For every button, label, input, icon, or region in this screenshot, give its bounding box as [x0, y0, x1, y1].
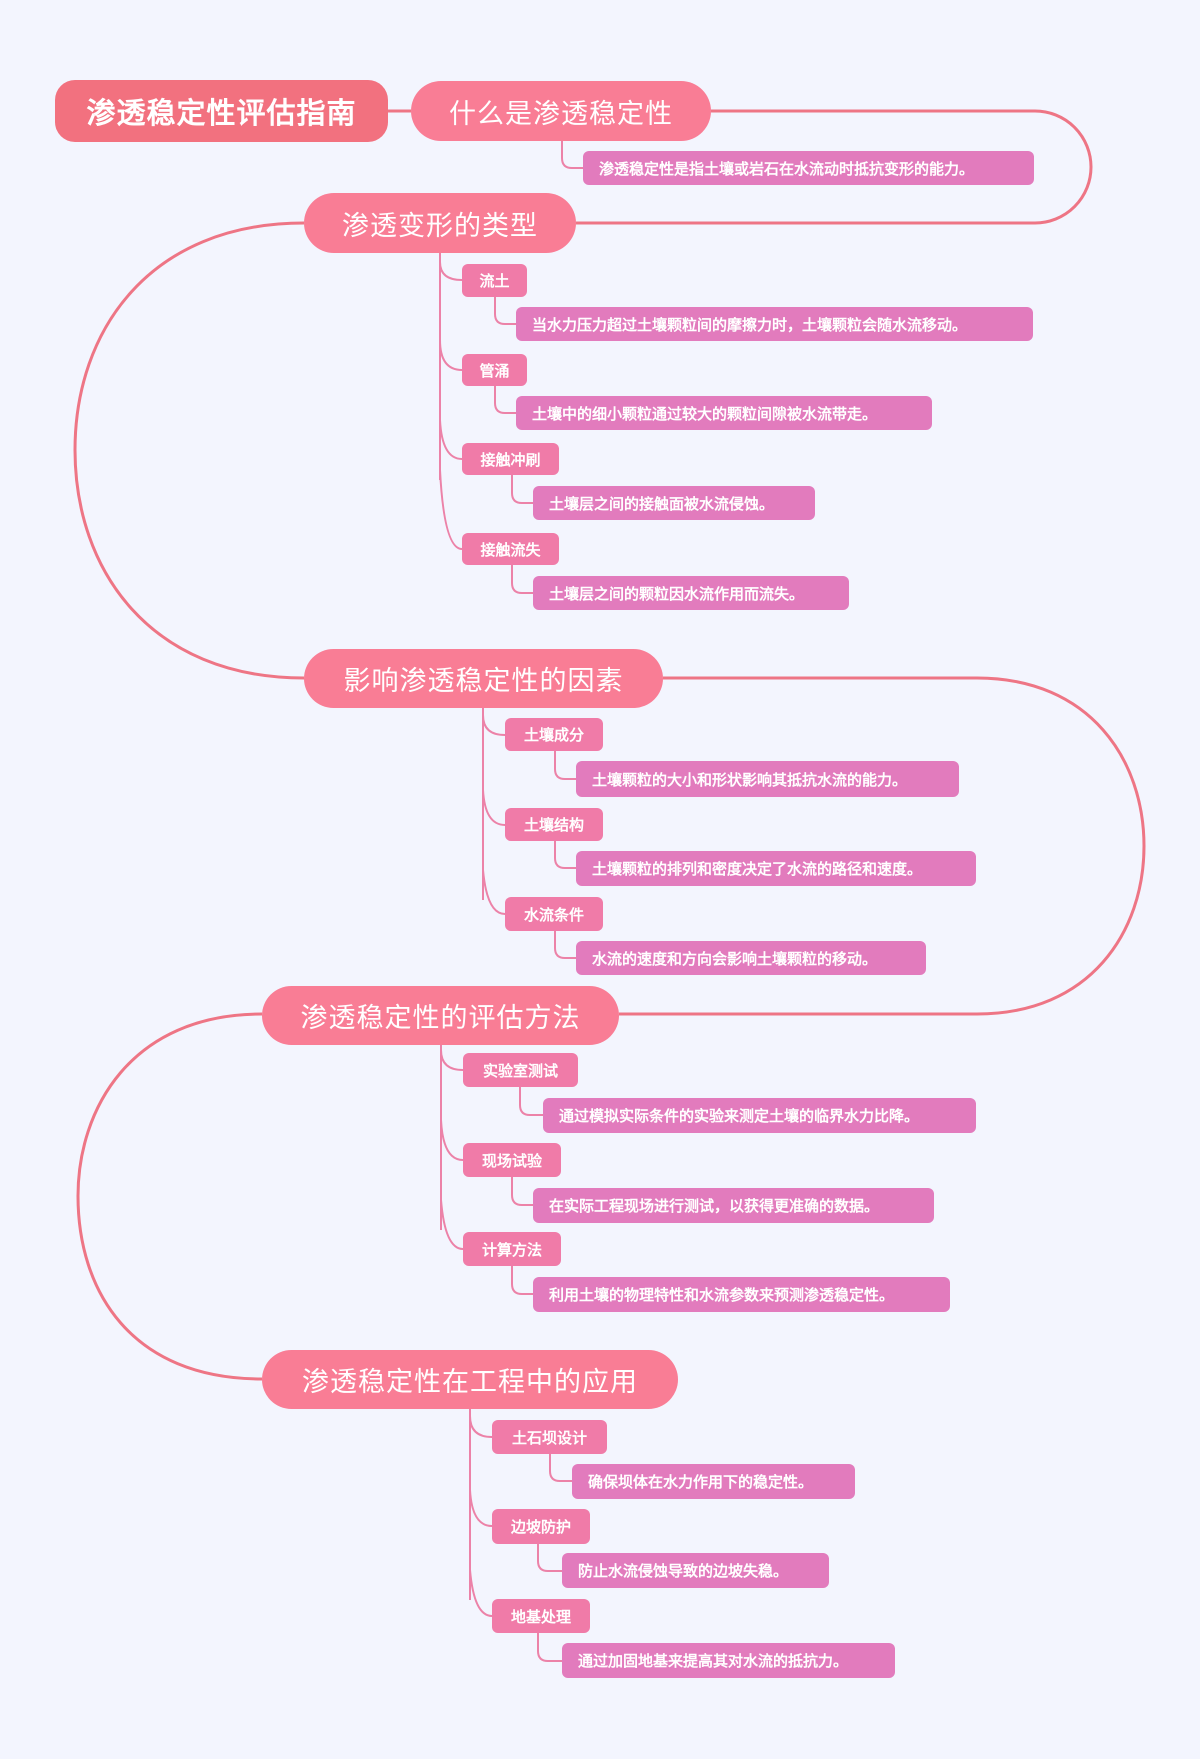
detail-text: 防止水流侵蚀导致的边坡失稳。 — [578, 1562, 789, 1580]
subtopic-node[interactable]: 边坡防护 — [492, 1509, 590, 1544]
topic-label: 渗透稳定性在工程中的应用 — [302, 1367, 638, 1398]
detail-node[interactable]: 渗透稳定性是指土壤或岩石在水流动时抵抗变形的能力。 — [583, 151, 1034, 185]
subtopic-label: 管涌 — [479, 361, 510, 380]
topic-1-to-topic-2-curve — [576, 109, 1093, 225]
subtopic-label: 土石坝设计 — [511, 1428, 587, 1447]
topic-1-detail-line — [561, 141, 583, 169]
subtopic-label: 流土 — [479, 272, 510, 290]
detail-node[interactable]: 土壤层之间的接触面被水流侵蚀。 — [533, 486, 815, 520]
root-node[interactable]: 渗透稳定性评估指南 — [55, 80, 388, 142]
subtopic-label: 实验室测试 — [482, 1061, 558, 1080]
detail-text: 利用土壤的物理特性和水流参数来预测渗透稳定性。 — [549, 1286, 895, 1304]
detail-node[interactable]: 通过模拟实际条件的实验来测定土壤的临界水力比降。 — [543, 1098, 976, 1133]
detail-text: 渗透稳定性是指土壤或岩石在水流动时抵抗变形的能力。 — [599, 159, 975, 178]
topic-4-to-topic-5-curve — [76, 1012, 263, 1381]
detail-node[interactable]: 防止水流侵蚀导致的边坡失稳。 — [562, 1553, 829, 1588]
detail-text: 土壤中的细小颗粒通过较大的颗粒间隙被水流带走。 — [532, 404, 878, 423]
detail-text: 土壤层之间的颗粒因水流作用而流失。 — [549, 584, 805, 603]
topic-label: 渗透稳定性的评估方法 — [300, 1003, 581, 1034]
detail-node[interactable]: 利用土壤的物理特性和水流参数来预测渗透稳定性。 — [533, 1277, 950, 1312]
topic-node-4[interactable]: 渗透稳定性的评估方法 — [262, 986, 619, 1045]
detail-text: 当水力压力超过土壤颗粒间的摩擦力时，土壤颗粒会随水流移动。 — [532, 315, 968, 334]
subtopic-node[interactable]: 流土 — [462, 264, 527, 297]
subtopic-label: 土壤结构 — [523, 816, 584, 834]
detail-text: 通过模拟实际条件的实验来测定土壤的临界水力比降。 — [559, 1107, 920, 1125]
subtopic-label: 水流条件 — [523, 905, 584, 924]
detail-node[interactable]: 土壤中的细小颗粒通过较大的颗粒间隙被水流带走。 — [516, 396, 932, 430]
subtopic-node[interactable]: 实验室测试 — [463, 1053, 578, 1087]
topic-2-to-topic-3-curve — [73, 221, 305, 680]
detail-text: 通过加固地基来提高其对水流的抵抗力。 — [578, 1652, 849, 1670]
subtopic-node[interactable]: 接触流失 — [462, 533, 559, 565]
subtopic-label: 接触冲刷 — [480, 450, 541, 469]
detail-node[interactable]: 土壤颗粒的排列和密度决定了水流的路径和速度。 — [576, 851, 976, 886]
topic-label: 影响渗透稳定性的因素 — [343, 666, 624, 697]
topic-label: 什么是渗透稳定性 — [449, 98, 673, 130]
detail-node[interactable]: 土壤颗粒的大小和形状影响其抵抗水流的能力。 — [576, 761, 959, 797]
detail-text: 在实际工程现场进行测试，以获得更准确的数据。 — [549, 1197, 880, 1215]
subtopic-label: 地基处理 — [510, 1607, 571, 1626]
subtopic-node[interactable]: 计算方法 — [463, 1232, 561, 1266]
subtopic-node[interactable]: 地基处理 — [492, 1599, 590, 1633]
detail-node[interactable]: 通过加固地基来提高其对水流的抵抗力。 — [562, 1643, 895, 1678]
detail-text: 土壤颗粒的大小和形状影响其抵抗水流的能力。 — [592, 770, 908, 789]
subtopic-node[interactable]: 土石坝设计 — [492, 1420, 607, 1454]
subtopic-node[interactable]: 土壤结构 — [505, 808, 603, 841]
detail-node[interactable]: 当水力压力超过土壤颗粒间的摩擦力时，土壤颗粒会随水流移动。 — [516, 307, 1033, 341]
detail-node[interactable]: 在实际工程现场进行测试，以获得更准确的数据。 — [533, 1188, 934, 1223]
subtopic-label: 计算方法 — [481, 1240, 542, 1259]
subtopic-node[interactable]: 土壤成分 — [505, 718, 603, 751]
topic-node-5[interactable]: 渗透稳定性在工程中的应用 — [262, 1350, 678, 1409]
detail-text: 土壤层之间的接触面被水流侵蚀。 — [549, 494, 775, 513]
root-label: 渗透稳定性评估指南 — [86, 96, 357, 130]
subtopic-node[interactable]: 接触冲刷 — [462, 443, 559, 475]
topic-3-to-topic-4-curve — [619, 676, 1146, 1016]
subtopic-label: 现场试验 — [481, 1151, 542, 1170]
subtopic-label: 边坡防护 — [510, 1518, 571, 1536]
topic-node-3[interactable]: 影响渗透稳定性的因素 — [304, 649, 663, 708]
topic-label: 渗透变形的类型 — [342, 210, 538, 242]
detail-node[interactable]: 确保坝体在水力作用下的稳定性。 — [572, 1464, 855, 1499]
subtopic-label: 土壤成分 — [523, 726, 584, 744]
detail-text: 确保坝体在水力作用下的稳定性。 — [588, 1473, 814, 1491]
detail-text: 水流的速度和方向会影响土壤颗粒的移动。 — [592, 949, 878, 968]
subtopic-label: 接触流失 — [480, 540, 541, 559]
detail-text: 土壤颗粒的排列和密度决定了水流的路径和速度。 — [592, 860, 923, 878]
detail-node[interactable]: 水流的速度和方向会影响土壤颗粒的移动。 — [576, 941, 926, 975]
topic-node-1[interactable]: 什么是渗透稳定性 — [411, 81, 711, 141]
subtopic-node[interactable]: 水流条件 — [505, 897, 603, 931]
topic-node-2[interactable]: 渗透变形的类型 — [304, 193, 576, 253]
subtopic-node[interactable]: 管涌 — [462, 354, 527, 386]
detail-node[interactable]: 土壤层之间的颗粒因水流作用而流失。 — [533, 576, 849, 610]
subtopic-node[interactable]: 现场试验 — [463, 1143, 561, 1177]
